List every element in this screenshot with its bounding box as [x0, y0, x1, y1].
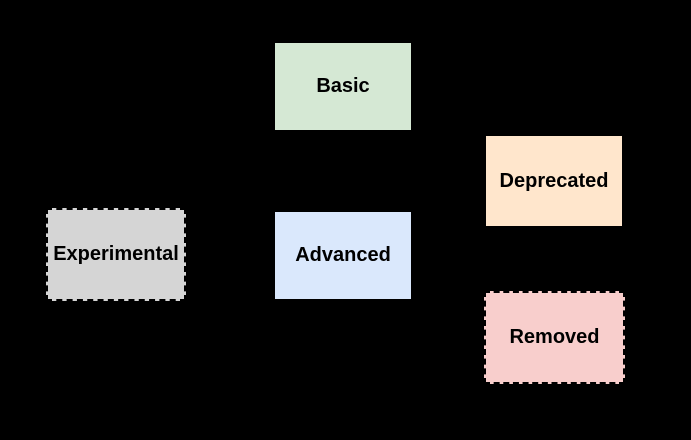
- node-basic: Basic: [273, 41, 413, 132]
- node-deprecated: Deprecated: [484, 134, 624, 228]
- node-advanced: Advanced: [273, 210, 413, 301]
- node-advanced-label: Advanced: [295, 244, 391, 266]
- node-removed-label: Removed: [509, 326, 600, 348]
- node-experimental: Experimental: [46, 208, 186, 301]
- node-experimental-label: Experimental: [53, 243, 179, 265]
- node-deprecated-label: Deprecated: [499, 169, 609, 192]
- node-basic-label: Basic: [316, 75, 370, 97]
- node-removed: Removed: [484, 291, 625, 384]
